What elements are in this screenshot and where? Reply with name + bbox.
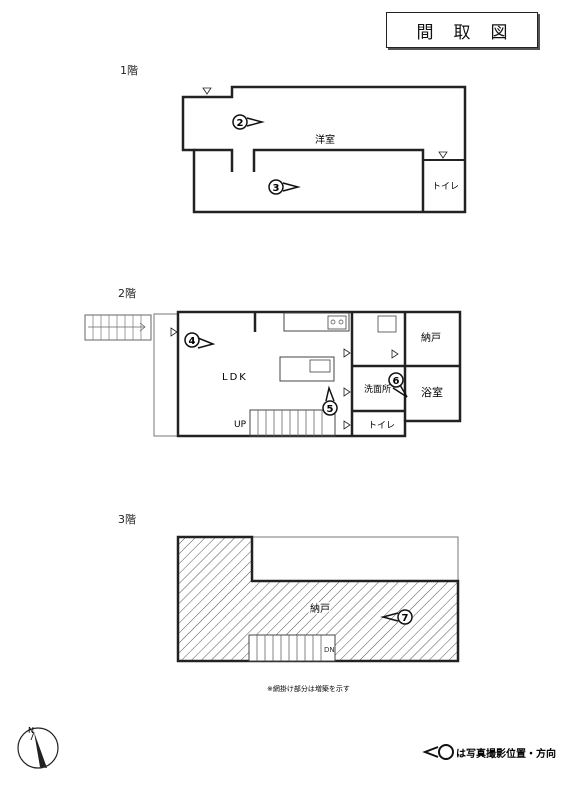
- interior-stairs: [249, 409, 336, 437]
- door-mark: [343, 387, 351, 397]
- photo-marker-3: 3: [268, 179, 301, 195]
- svg-text:3: 3: [273, 183, 280, 194]
- room-label-nando: 納戸: [310, 602, 330, 615]
- floor-1-wall: [252, 148, 425, 212]
- room-label-toilet: トイレ: [432, 182, 459, 192]
- door-mark: [343, 348, 351, 358]
- kitchen-counter: [283, 312, 350, 332]
- floor-2-plan: LDK 納戸 洗面所 浴室 トイレ UP 4 5 6: [84, 310, 462, 438]
- floor-1-plan: 洋室 トイレ 2 3: [181, 85, 467, 214]
- floor-2-label: 2階: [118, 287, 136, 300]
- washer-box: [377, 315, 397, 333]
- balcony: [153, 313, 179, 437]
- door-mark: [343, 420, 351, 430]
- room-label-nando: 納戸: [421, 331, 441, 344]
- room-label-yokushitsu: 浴室: [421, 385, 443, 399]
- svg-text:6: 6: [393, 376, 400, 387]
- kitchen-island: [279, 356, 335, 382]
- room-label-ldk: LDK: [222, 372, 248, 383]
- photo-marker-5: 5: [322, 385, 338, 416]
- legend-circle-icon: [438, 744, 454, 760]
- compass-north-label: N: [28, 726, 34, 735]
- stove: [327, 315, 347, 330]
- floor-1-outline: [181, 85, 467, 214]
- floor-3-label: 3階: [118, 513, 136, 526]
- stair-label-up: UP: [234, 420, 247, 430]
- floor-3-roof-outline: [251, 536, 459, 582]
- room-label-senmenjo: 洗面所: [364, 383, 391, 395]
- floor-3-extension: [176, 535, 460, 663]
- photo-marker-4: 4: [184, 332, 216, 349]
- floorplan-title: 間取図: [386, 12, 538, 48]
- exterior-stairs: [84, 314, 152, 341]
- floor-3-plan: DN 納戸 7: [176, 535, 460, 663]
- stair-label-dn: DN: [324, 646, 335, 654]
- floor-1-wall: [194, 148, 234, 172]
- svg-text:2: 2: [237, 118, 244, 129]
- svg-text:7: 7: [402, 613, 409, 624]
- room-label-toilet: トイレ: [368, 421, 395, 431]
- floor-3-stairs: [248, 634, 336, 662]
- compass: N: [17, 726, 59, 769]
- legend-arrow-icon: [422, 746, 439, 758]
- photo-marker-2: 2: [232, 114, 265, 130]
- svg-text:5: 5: [327, 404, 334, 415]
- floor-1-label: 1階: [120, 64, 138, 77]
- svg-text:4: 4: [189, 336, 196, 347]
- door-mark: [170, 327, 178, 337]
- compass-needle-icon: [34, 732, 47, 768]
- photo-marker-6: 6: [388, 372, 408, 398]
- legend: は写真撮影位置・方向: [422, 744, 556, 760]
- door-mark: [391, 349, 399, 359]
- legend-text: は写真撮影位置・方向: [456, 747, 556, 760]
- door-mark: [438, 151, 448, 159]
- photo-marker-7: 7: [380, 609, 413, 625]
- extension-note: ※網掛け部分は増築を示す: [267, 684, 350, 693]
- room-label-youshitsu: 洋室: [315, 133, 335, 146]
- door-mark: [202, 87, 212, 95]
